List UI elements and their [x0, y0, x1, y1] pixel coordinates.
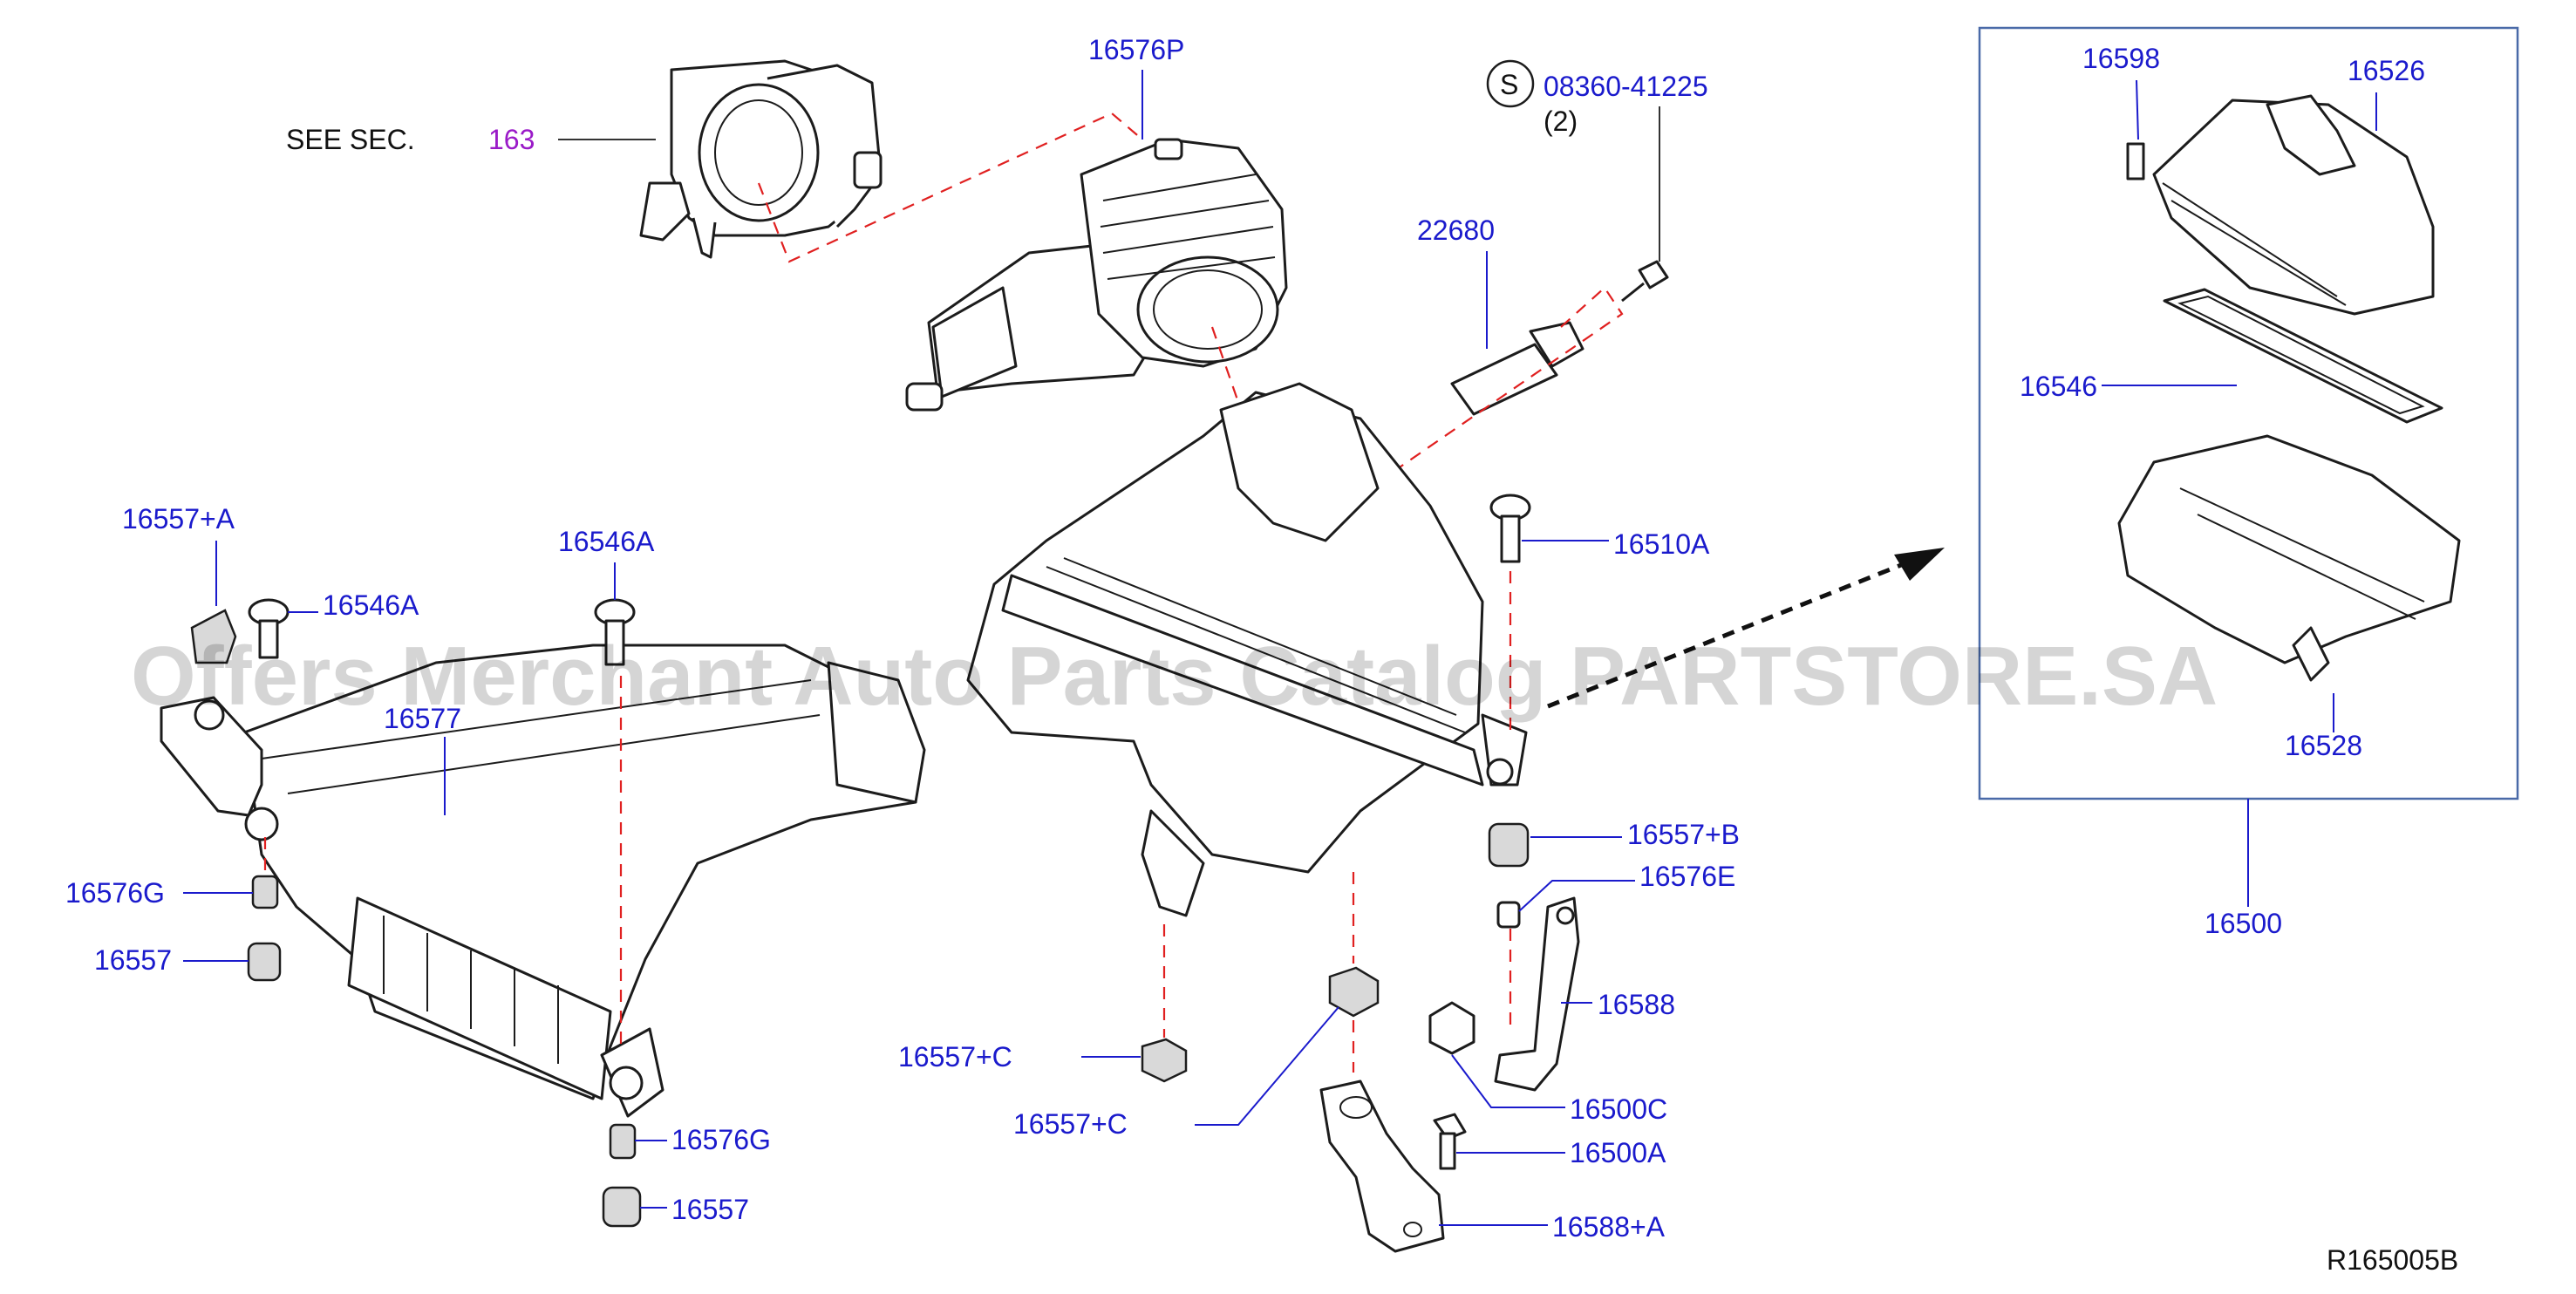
part-number-16557+C-upper[interactable]: 16557+C — [898, 1041, 1012, 1073]
bolt-16500A-illustration — [1433, 1113, 1467, 1170]
part-number-16500A[interactable]: 16500A — [1570, 1137, 1666, 1168]
part-number-16576G-left[interactable]: 16576G — [65, 877, 165, 909]
bracket-16588-illustration — [1494, 896, 1580, 1092]
collar-16576G-left-illustration — [251, 875, 279, 909]
part-number-16500C[interactable]: 16500C — [1570, 1093, 1667, 1125]
part-number-08360-41225[interactable]: 08360-41225 — [1544, 71, 1708, 102]
grommet-16557A-illustration — [190, 609, 237, 664]
part-number-16577[interactable]: 16577 — [384, 703, 461, 734]
part-number-16557+A[interactable]: 16557+A — [122, 503, 235, 535]
part-number-16546A-left[interactable]: 16546A — [323, 589, 419, 621]
air-filter-element-illustration — [2163, 288, 2443, 424]
air-duct-illustration — [905, 138, 1288, 412]
part-number-16576E[interactable]: 16576E — [1639, 861, 1735, 892]
part-number-16576P[interactable]: 16576P — [1088, 34, 1184, 65]
air-cleaner-lower-case-illustration — [2117, 434, 2461, 682]
s-symbol-circle — [1486, 59, 1535, 108]
mass-air-flow-sensor-illustration — [1450, 321, 1584, 416]
clip-16557C-lower-illustration — [1141, 1038, 1188, 1083]
part-number-16510A[interactable]: 16510A — [1613, 528, 1710, 560]
explode-arrow — [1547, 548, 1945, 709]
part-number-22680[interactable]: 22680 — [1417, 215, 1495, 246]
air-intake-duct-illustration — [160, 644, 926, 1118]
part-number-16526[interactable]: 16526 — [2348, 55, 2425, 86]
part-number-16576G-bottom[interactable]: 16576G — [671, 1124, 771, 1155]
part-number-16500[interactable]: 16500 — [2205, 908, 2282, 939]
see-sec-number-link[interactable]: 163 — [488, 124, 535, 155]
grommet-16557-left-illustration — [247, 942, 282, 982]
part-number-16588[interactable]: 16588 — [1598, 989, 1675, 1020]
bolt-spec-symbol: S — [1500, 69, 1518, 100]
collar-16576E-illustration — [1496, 901, 1521, 929]
grommet-16557-bottom-illustration — [602, 1186, 642, 1228]
bracket-16588A-illustration — [1319, 1079, 1445, 1253]
bolt-16546A-left-illustration — [248, 598, 290, 659]
bolt-quantity: (2) — [1544, 106, 1578, 137]
part-number-16598[interactable]: 16598 — [2082, 43, 2160, 74]
air-cleaner-cover-illustration — [2126, 94, 2435, 316]
clip-16557C-upper-illustration — [1328, 966, 1380, 1018]
part-number-16588+A[interactable]: 16588+A — [1552, 1211, 1666, 1243]
diagram-reference-code: R165005B — [2327, 1244, 2458, 1276]
part-number-16546-box[interactable]: 16546 — [2020, 371, 2097, 402]
bolt-small-illustration — [1621, 260, 1669, 303]
part-number-16557+B[interactable]: 16557+B — [1627, 819, 1740, 850]
part-number-16557-left[interactable]: 16557 — [94, 944, 172, 976]
see-sec-prefix: SEE SEC. — [286, 124, 415, 155]
throttle-body-illustration — [639, 59, 883, 259]
part-number-16546A-top[interactable]: 16546A — [558, 526, 655, 557]
air-cleaner-assembly-illustration — [966, 382, 1528, 917]
part-number-16528[interactable]: 16528 — [2285, 730, 2362, 761]
part-number-16557+C-lower[interactable]: 16557+C — [1013, 1108, 1128, 1140]
collar-16576G-bottom-illustration — [609, 1123, 637, 1160]
watermark-text: Offers Merchant Auto Parts Catalog PARTS… — [131, 630, 2218, 723]
bolt-spec-callout: S — [1486, 59, 1535, 108]
bolt-16510A-illustration — [1489, 494, 1531, 563]
part-number-16557-bottom[interactable]: 16557 — [671, 1194, 749, 1225]
nut-16500C-illustration — [1428, 1001, 1475, 1055]
grommet-16557B-illustration — [1488, 822, 1530, 868]
